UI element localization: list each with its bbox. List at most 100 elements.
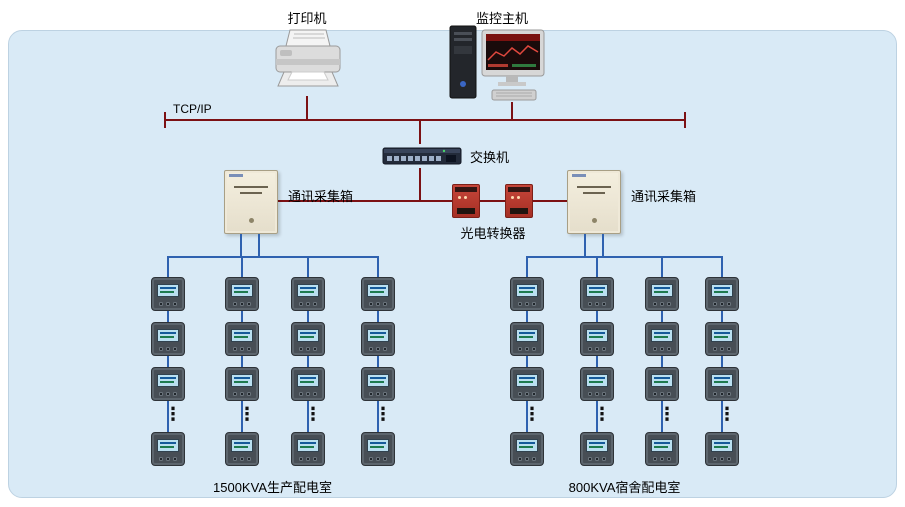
meter-buttons [369,392,387,396]
meter-screen [297,329,319,342]
meter-buttons [518,347,536,351]
meter-screen [157,374,179,387]
meter-buttons [713,302,731,306]
power-meter [580,367,614,401]
meter-screen [651,374,673,387]
meter-screen [516,439,538,452]
meter-feeder-line [240,234,242,258]
meter-buttons [369,347,387,351]
meter-screen [231,329,253,342]
collector-text-lines [577,186,611,194]
collector-box-left [224,170,278,234]
meter-screen [297,439,319,452]
power-meter [291,432,325,466]
power-meter [361,367,395,401]
power-meter [361,322,395,356]
meter-buttons [159,457,177,461]
meter-buttons [518,457,536,461]
power-meter [705,322,739,356]
converter-led [464,196,467,199]
power-meter [645,277,679,311]
power-meter [291,277,325,311]
collector-label-left: 通讯采集箱 [288,189,354,204]
switch-uplink-line [419,121,421,144]
meter-buttons [233,302,251,306]
optical-converter-icon-2 [505,184,533,218]
power-meter [580,322,614,356]
collector-label-right: 通讯采集箱 [631,189,697,204]
collector-tee-line [276,200,569,202]
meter-buttons [713,347,731,351]
meter-feeder-line [584,234,586,258]
meter-screen [231,284,253,297]
power-meter [580,277,614,311]
power-meter [510,322,544,356]
power-meter [151,277,185,311]
meter-buttons [653,302,671,306]
meter-buttons [233,457,251,461]
optical-converter-icon-1 [452,184,480,218]
printer-label: 打印机 [287,11,327,26]
meter-buttons [518,302,536,306]
meter-buttons [653,392,671,396]
meter-screen [367,284,389,297]
power-meter [645,322,679,356]
meter-screen [586,374,608,387]
power-meter [151,367,185,401]
bus-end-tick-left [164,112,166,128]
meter-screen [157,329,179,342]
power-meter [645,367,679,401]
meter-screen [367,329,389,342]
meter-screen [231,374,253,387]
power-meter [225,322,259,356]
printer-drop-line [306,96,308,121]
meter-screen [516,329,538,342]
continuation-dots: ⋮ [658,404,676,425]
power-meter [510,432,544,466]
meter-screen [711,439,733,452]
power-meter [291,322,325,356]
meter-screen [297,374,319,387]
meter-buttons [159,392,177,396]
power-meter [151,322,185,356]
meter-buttons [369,457,387,461]
meter-buttons [233,347,251,351]
power-meter [225,367,259,401]
collector-brand-mark [229,174,243,177]
meter-screen [157,439,179,452]
power-meter [580,432,614,466]
meter-screen [586,329,608,342]
meter-bus-line [526,256,723,258]
switch-downlink-line [419,168,421,202]
converter-port [457,208,475,214]
meter-screen [651,329,673,342]
power-meter [361,432,395,466]
meter-bus-line [167,256,379,258]
meter-screen [586,284,608,297]
converter-port [510,208,528,214]
collector-text-lines [234,186,268,194]
optical-converter-label: 光电转换器 [460,226,526,241]
meter-buttons [588,347,606,351]
power-meter [225,432,259,466]
power-meter [510,367,544,401]
power-meter [361,277,395,311]
collector-brand-mark [572,174,586,177]
power-meter [225,277,259,311]
continuation-dots: ⋮ [374,404,392,425]
meter-screen [711,284,733,297]
monitor-host-icon [448,24,548,104]
meter-screen [516,374,538,387]
host-drop-line [511,102,513,121]
meter-screen [157,284,179,297]
printer-icon [268,28,348,96]
power-meter [291,367,325,401]
power-meter [705,367,739,401]
monitor-host-label: 监控主机 [475,11,528,26]
meter-buttons [713,392,731,396]
continuation-dots: ⋮ [238,404,256,425]
meter-buttons [588,302,606,306]
